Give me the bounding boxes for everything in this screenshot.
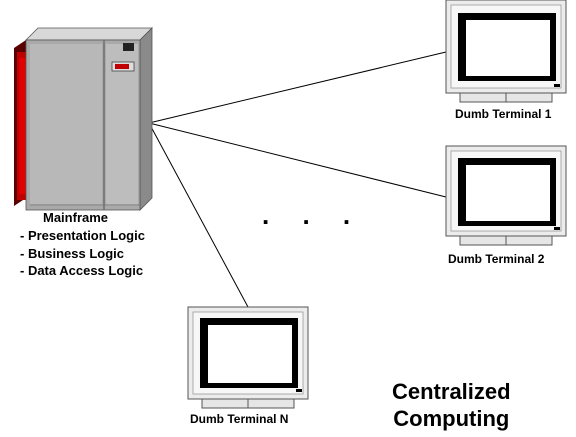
terminal-1-icon — [445, 0, 567, 103]
caption: Centralized Computing — [392, 378, 511, 432]
terminal-n-icon — [187, 306, 309, 409]
terminal-n-label: Dumb Terminal N — [190, 412, 289, 426]
terminal-2-icon — [445, 145, 567, 246]
ellipsis: . . . — [262, 200, 364, 230]
terminal-1-label: Dumb Terminal 1 — [455, 107, 552, 121]
caption-line-1: Centralized — [392, 379, 511, 404]
mainframe-logic-list: - Presentation Logic - Business Logic - … — [20, 227, 145, 280]
connectors — [148, 51, 447, 308]
mainframe-logic-item: - Business Logic — [20, 245, 125, 261]
connector-terminal-2 — [148, 122, 447, 198]
mainframe-logic-item: - Presentation Logic — [20, 228, 145, 243]
connector-terminal-1 — [148, 51, 447, 124]
mainframe-icon — [14, 27, 153, 211]
terminal-2-label: Dumb Terminal 2 — [448, 252, 545, 266]
mainframe-title: Mainframe — [43, 210, 109, 225]
mainframe-logic-item: - Data Access Logic — [20, 263, 144, 278]
connector-terminal-n — [148, 122, 249, 308]
caption-line-2: Computing — [393, 406, 510, 431]
